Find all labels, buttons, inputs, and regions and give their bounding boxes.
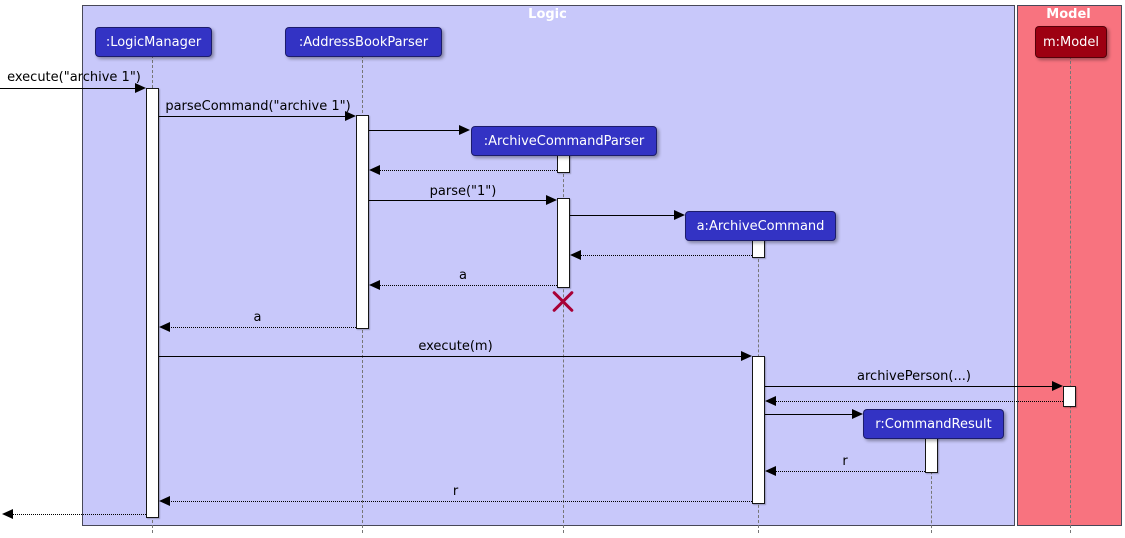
model-frame-title: Model [1046, 7, 1091, 22]
lifeline-command-result [931, 437, 932, 533]
message-label-execute-m: execute(m) [418, 339, 493, 354]
message-label-parse-one: parse("1") [429, 184, 497, 199]
activation-command-result [925, 437, 938, 473]
message-label-return-a-to-manager: a [253, 310, 262, 325]
arrowhead-icon [741, 351, 752, 361]
participant-logic-manager: :LogicManager [95, 27, 212, 57]
activation-archive-command-parser [557, 198, 570, 288]
arrowhead-icon [674, 210, 685, 220]
logic-frame-title: Logic [528, 7, 567, 22]
message-label-archive-person: archivePerson(...) [857, 369, 971, 384]
arrowhead-icon [546, 195, 557, 205]
arrowhead-icon [345, 111, 356, 121]
arrowhead-icon [159, 496, 170, 506]
activation-logic-manager [146, 88, 159, 518]
arrowhead-icon [159, 322, 170, 332]
model-frame [1017, 5, 1122, 526]
message-label-return-r-to-manager: r [452, 484, 459, 499]
arrowhead-icon [369, 165, 380, 175]
arrowhead-icon [135, 83, 146, 93]
activation-archive-command [752, 356, 765, 504]
arrowhead-icon [852, 409, 863, 419]
message-label-parse-command: parseCommand("archive 1") [165, 99, 351, 114]
arrowhead-icon [765, 466, 776, 476]
activation-archive-command-create [752, 239, 765, 258]
activation-model [1063, 386, 1076, 407]
activation-archive-command-parser-create [557, 154, 570, 173]
message-label-execute-archive: execute("archive 1") [7, 70, 141, 85]
arrowhead-icon [369, 280, 380, 290]
activation-address-book-parser [356, 115, 369, 329]
arrowhead-icon [765, 396, 776, 406]
participant-archive-command-parser: :ArchiveCommandParser [471, 126, 657, 156]
arrowhead-icon [2, 509, 13, 519]
destroy-icon [550, 288, 576, 314]
lifeline-model [1070, 56, 1071, 533]
participant-archive-command: a:ArchiveCommand [685, 211, 836, 241]
arrowhead-icon [1052, 381, 1063, 391]
logic-frame [82, 5, 1015, 526]
message-label-return-r-to-command: r [842, 454, 848, 469]
participant-model: m:Model [1035, 26, 1107, 58]
message-label-return-a-to-parser: a [459, 268, 467, 283]
lifeline-archive-command-parser [563, 154, 564, 533]
participant-address-book-parser: :AddressBookParser [285, 27, 442, 57]
arrowhead-icon [570, 250, 581, 260]
participant-command-result: r:CommandResult [863, 409, 1004, 439]
arrowhead-icon [459, 125, 470, 135]
